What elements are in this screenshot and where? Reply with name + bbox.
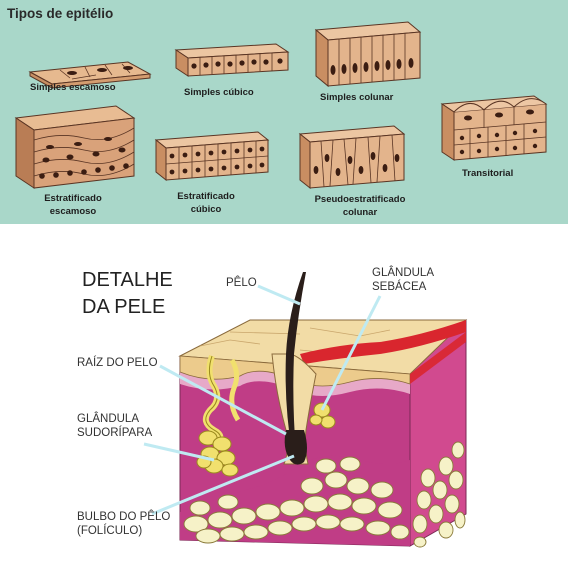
label-sebaceous-line2: SEBÁCEA bbox=[372, 281, 427, 293]
label-hair-bulb-line2: (FOLÍCULO) bbox=[77, 525, 143, 537]
label-sebaceous-line1: GLÂNDULA bbox=[372, 267, 434, 279]
label-stratified-squamous-line1: Estratificado bbox=[44, 193, 102, 204]
skin-title: DETALHE DA PELE bbox=[82, 267, 173, 321]
label-stratified-squamous: Estratificado escamoso bbox=[14, 192, 132, 218]
label-sweat-line1: GLÂNDULA bbox=[77, 413, 139, 425]
label-stratified-cuboidal-line2: cúbico bbox=[190, 204, 222, 215]
stratified-squamous-illustration bbox=[14, 105, 136, 189]
label-stratified-cuboidal-line1: Estratificado bbox=[177, 191, 235, 202]
label-pseudostratified-line1: Pseudoestratificado bbox=[314, 194, 406, 205]
skin-diagram bbox=[143, 272, 468, 548]
label-hair-root: RAÍZ DO PELO bbox=[77, 357, 158, 369]
epithelium-title: Tipos de epitélio bbox=[7, 6, 114, 21]
hair-shaft bbox=[285, 272, 306, 452]
transitional-illustration bbox=[440, 95, 548, 161]
label-pseudostratified-line2: colunar bbox=[342, 207, 378, 218]
label-sebaceous-gland: GLÂNDULA SEBÁCEA bbox=[372, 266, 434, 294]
epithelium-illustrations bbox=[14, 21, 548, 190]
label-simple-squamous: Simples escamoso bbox=[30, 82, 116, 93]
leader-lines bbox=[143, 284, 382, 516]
simple-cuboidal-illustration bbox=[174, 43, 290, 77]
stratified-cuboidal-illustration bbox=[154, 131, 270, 182]
skin-title-line1: DETALHE bbox=[82, 269, 173, 291]
label-hair-bulb-line1: BULBO DO PÊLO bbox=[77, 511, 171, 523]
skin-title-line2: DA PELE bbox=[82, 296, 166, 318]
label-transitional: Transitorial bbox=[462, 168, 514, 179]
label-stratified-cuboidal: Estratificado cúbico bbox=[150, 190, 262, 216]
sweat-gland bbox=[196, 355, 241, 477]
simple-columnar-illustration bbox=[314, 21, 422, 88]
label-pseudostratified-columnar: Pseudoestratificado colunar bbox=[298, 193, 422, 219]
fat-layer bbox=[180, 441, 466, 548]
label-hair-bulb: BULBO DO PÊLO (FOLÍCULO) bbox=[77, 510, 170, 538]
label-simple-cuboidal: Simples cúbico bbox=[184, 87, 254, 98]
label-sweat-gland: GLÂNDULA SUDORÍPARA bbox=[77, 412, 152, 440]
label-sweat-line2: SUDORÍPARA bbox=[77, 427, 153, 439]
pseudostratified-columnar-illustration bbox=[298, 125, 406, 190]
epithelium-panel: Tipos de epitélio Simples escamoso Simpl… bbox=[0, 0, 568, 224]
red-layer bbox=[300, 320, 466, 364]
simple-squamous-illustration bbox=[28, 61, 152, 89]
label-hair: PÊLO bbox=[226, 277, 257, 289]
label-simple-columnar: Simples colunar bbox=[320, 92, 394, 103]
label-stratified-squamous-line2: escamoso bbox=[49, 206, 97, 217]
